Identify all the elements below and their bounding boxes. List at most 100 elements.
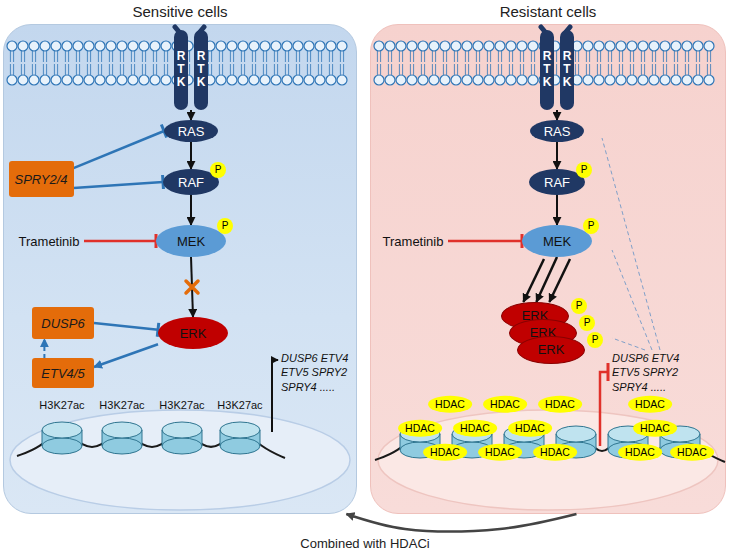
node-label: RAF (178, 175, 204, 190)
drug-label: Trametinib (378, 231, 448, 251)
connector-label: Combined with HDACi (297, 536, 432, 551)
protein-ellipse: ERK (158, 317, 228, 349)
protein-ellipse: RAFP (529, 169, 585, 195)
gene-box: ETV4/5 (32, 358, 94, 388)
node-label: ETV4/5 (41, 366, 84, 381)
node-label: DUSP6 (41, 316, 84, 331)
node-label: ERK (517, 336, 585, 364)
activation-arrow (536, 257, 557, 302)
activation-arrow (190, 142, 192, 169)
hdac-protein: HDAC (453, 420, 497, 437)
signal-arrow (523, 259, 544, 302)
nucleosome (608, 426, 648, 458)
hdac-protein: HDAC (633, 420, 677, 437)
phospho-mark: P (576, 162, 592, 178)
node-label: MEK (543, 234, 571, 249)
node-label: ERK (180, 326, 207, 341)
node-label: RAS (544, 124, 571, 139)
nucleosome (220, 422, 260, 454)
drug-label: Trametinib (14, 231, 84, 251)
activation-arrow (556, 195, 558, 225)
nucleosome (556, 426, 596, 458)
hdac-protein: HDAC (423, 444, 467, 461)
protein-ellipse: RAS (164, 120, 218, 142)
activation-arrow (346, 514, 576, 531)
inhibition-connector (74, 182, 164, 188)
node-label: RAF (544, 175, 570, 190)
feedback-line (612, 338, 645, 350)
node-label: Trametinib (19, 234, 80, 249)
protein-ellipse: MEKP (522, 225, 592, 257)
signal-arrow (549, 259, 570, 302)
protein-stack: ERKERKERKPPP (501, 302, 605, 364)
nucleus (378, 410, 718, 510)
activation-arrow (43, 339, 45, 358)
gene-list: DUSP6 ETV4 ETV5 SPRY2 SPRY4 ..... (612, 351, 688, 394)
histone-mark: H3K27ac (39, 399, 84, 411)
activation-arrow (556, 142, 558, 169)
protein-ellipse: RAFP (163, 169, 219, 195)
hdac-protein: HDAC (428, 396, 472, 413)
node-label: SPRY2/4 (15, 172, 68, 187)
node-label: MEK (177, 234, 205, 249)
node-label: RTK (540, 30, 554, 110)
gene-list: DUSP6 ETV4 ETV5 SPRY2 SPRY4 ..... (281, 351, 357, 394)
activation-arrow (190, 195, 192, 225)
phospho-mark: P (217, 218, 233, 234)
receptor: RTKRTK (174, 30, 208, 110)
phospho-mark: P (571, 298, 587, 314)
repression-line (600, 372, 607, 446)
phospho-mark: P (579, 315, 595, 331)
inhibition-connector (74, 131, 165, 168)
inhibition-connector (448, 240, 522, 243)
cell-panel: Resistant cellsRTKRTKRASRAFPMEKPERKERKER… (370, 24, 726, 514)
gene-box: SPRY2/4 (9, 161, 74, 197)
hdac-protein: HDAC (538, 396, 582, 413)
phospho-mark: P (587, 332, 603, 348)
activation-arrow (190, 110, 192, 120)
activation-arrow (94, 344, 158, 367)
inhibition-connector (84, 240, 156, 243)
panel-heading: Sensitive cells (4, 3, 356, 20)
nucleosome (162, 422, 202, 454)
histone-mark: H3K27ac (217, 399, 262, 411)
transcription-arrow (272, 360, 278, 432)
hdac-protein: HDAC (628, 396, 672, 413)
hdac-protein: HDAC (670, 444, 714, 461)
hdac-protein: HDAC (618, 444, 662, 461)
hdac-protein: HDAC (508, 420, 552, 437)
cell-panel: Sensitive cellsRTKRTKRASRAFPMEKPERKSPRY2… (3, 24, 357, 514)
feedback-line (602, 138, 660, 350)
nucleosome (504, 426, 544, 458)
receptor: RTK RTK (540, 30, 574, 110)
activation-arrow (556, 110, 558, 120)
node-label: RTK (560, 30, 574, 110)
histone-mark: H3K27ac (159, 399, 204, 411)
hdac-protein: HDAC (483, 396, 527, 413)
histone-mark: H3K27ac (99, 399, 144, 411)
hdac-protein: HDAC (398, 420, 442, 437)
gene-box: DUSP6 (32, 307, 94, 339)
nucleosome (400, 426, 440, 458)
protein-ellipse: MEKP (156, 225, 226, 257)
phospho-mark: P (583, 218, 599, 234)
block-cross (186, 281, 198, 293)
protein-ellipse: RAS (530, 120, 584, 142)
nucleosome (660, 426, 700, 458)
repression-bar (607, 363, 610, 381)
inhibition-connector (94, 323, 158, 330)
panel-heading: Resistant cells (371, 3, 725, 20)
node-label: Trametinib (383, 234, 444, 249)
nucleosome (452, 426, 492, 458)
activation-arrow (191, 257, 193, 317)
hdac-protein: HDAC (478, 444, 522, 461)
nucleosome (102, 422, 142, 454)
nucleus (10, 410, 350, 510)
hdac-protein: HDAC (533, 444, 577, 461)
nucleosome (42, 422, 82, 454)
phospho-mark: P (210, 162, 226, 178)
node-label: RTK (194, 30, 208, 110)
